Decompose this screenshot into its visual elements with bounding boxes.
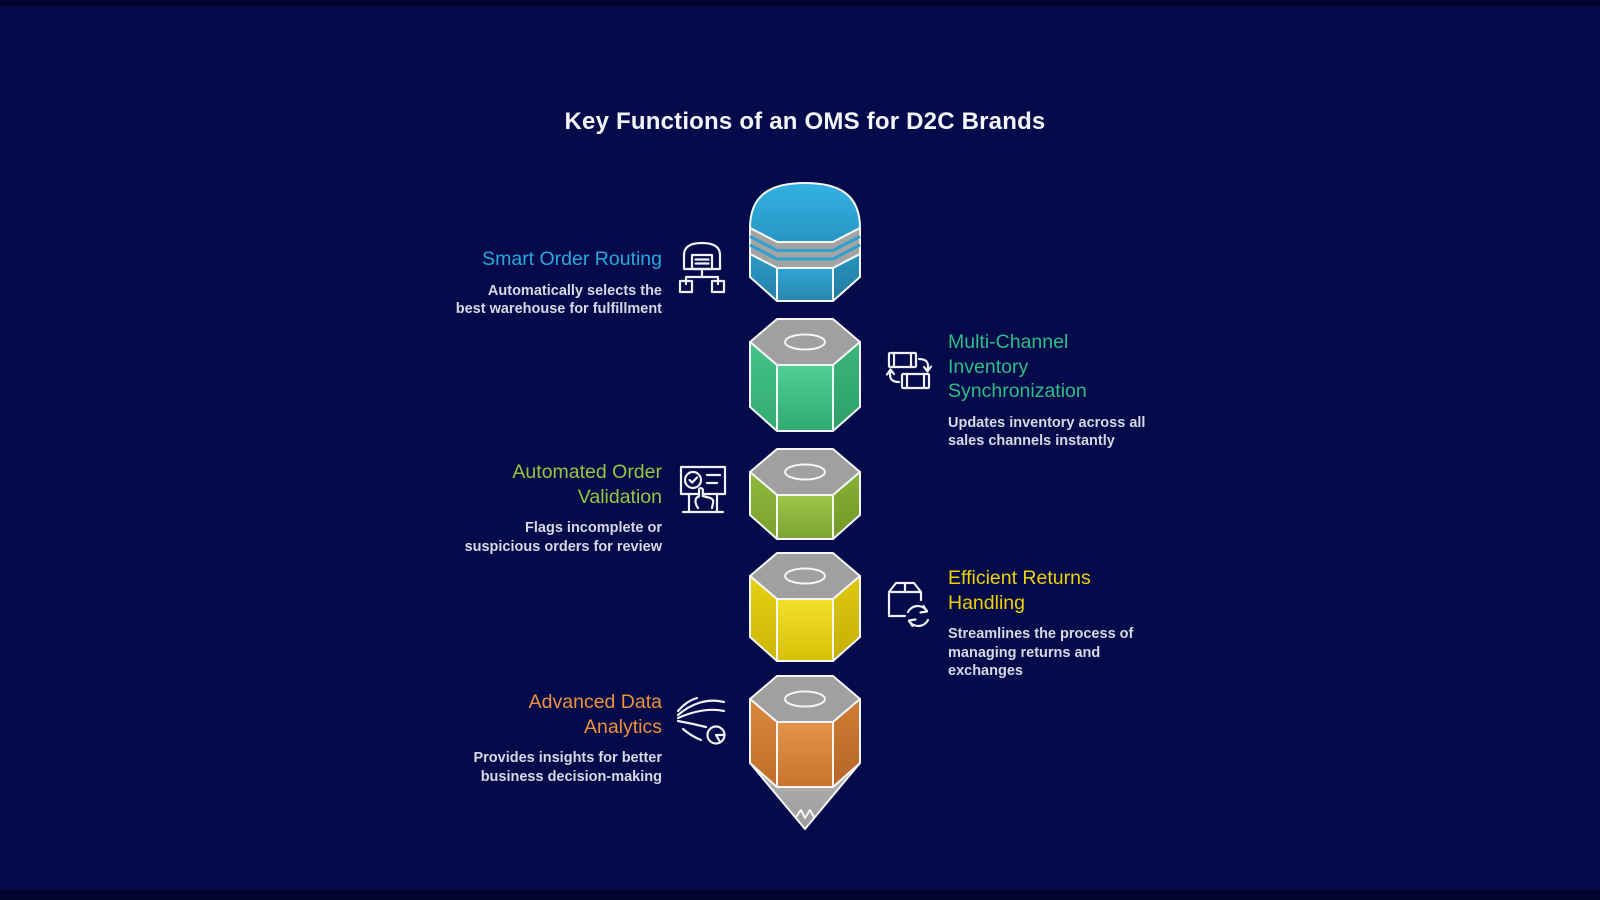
- pencil-segment-green: [749, 318, 861, 432]
- pencil-segment-orange: [749, 675, 861, 833]
- feature-automated-order-validation: Automated Order Validation Flags incompl…: [382, 460, 662, 556]
- feature-efficient-returns-handling: Efficient Returns Handling Streamlines t…: [948, 566, 1178, 681]
- feature-smart-order-routing: Smart Order Routing Automatically select…: [382, 247, 662, 319]
- pencil-segment-olive: [749, 448, 861, 540]
- order-validation-icon: [676, 461, 730, 519]
- inventory-sync-icon: [884, 346, 934, 394]
- pencil-tip-crack: [795, 809, 815, 819]
- feature-description: Provides insights for better business de…: [473, 750, 662, 785]
- pencil-segment-yellow: [749, 552, 861, 662]
- bottom-edge-strip: [0, 889, 1600, 900]
- feature-multi-channel-inventory-sync: Multi-Channel Inventory Synchronization …: [948, 330, 1178, 451]
- warehouse-routing-icon: [676, 238, 728, 296]
- pencil-eraser-cap: [749, 182, 861, 302]
- analytics-icon: [674, 694, 728, 746]
- page-title: Key Functions of an OMS for D2C Brands: [564, 108, 1046, 135]
- feature-description: Automatically selects the best warehouse…: [455, 282, 662, 318]
- feature-heading: Advanced Data Analytics: [528, 691, 662, 738]
- feature-heading: Multi-Channel Inventory Synchronization: [948, 331, 1087, 402]
- top-edge-strip: [0, 0, 1600, 7]
- returns-icon: [884, 576, 934, 630]
- feature-description: Updates inventory across all sales chann…: [948, 414, 1146, 450]
- feature-advanced-data-analytics: Advanced Data Analytics Provides insight…: [382, 690, 662, 786]
- feature-heading: Smart Order Routing: [482, 248, 662, 270]
- feature-description: Flags incomplete or suspicious orders fo…: [464, 520, 662, 555]
- feature-heading: Efficient Returns Handling: [948, 567, 1091, 614]
- feature-description: Streamlines the process of managing retu…: [948, 626, 1134, 679]
- feature-heading: Automated Order Validation: [512, 461, 662, 508]
